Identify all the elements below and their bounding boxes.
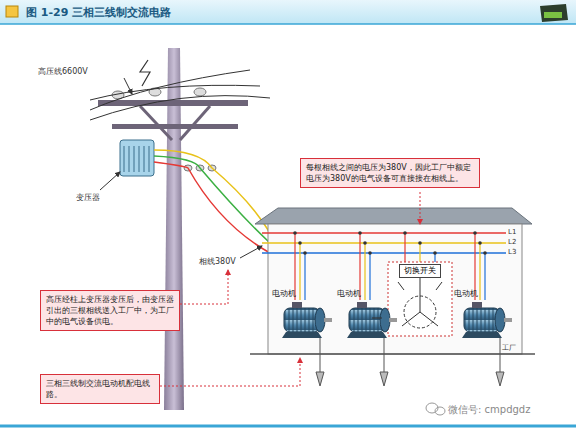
node-text: 高压经柱上变压器变压后，由变压器引出的三根相线送入工厂中，为工厂中的电气设备供电… xyxy=(46,294,174,327)
line-label: 相线380V xyxy=(198,256,237,267)
part-label: 电动机 xyxy=(272,288,296,299)
figure-title: 图 1-29 三相三线制交流电路 xyxy=(26,5,171,20)
phase-label: L1 xyxy=(508,228,516,236)
note-callout: 每根相线之间的电压为380V，因此工厂中额定电压为380V的电气设备可直接接在相… xyxy=(300,158,480,188)
note-callout: 三相三线制交流电动机配电线路。 xyxy=(40,374,160,404)
node-text: 切换开关 xyxy=(404,266,436,276)
phase-label: L2 xyxy=(508,238,516,246)
node-text: 每根相线之间的电压为380V，因此工厂中额定电压为380V的电气设备可直接接在相… xyxy=(306,162,474,184)
phase-label: L3 xyxy=(508,248,516,256)
switch-box: 切换开关 xyxy=(399,264,441,278)
watermark: 微信号: cmpdgdz xyxy=(448,403,530,417)
line-label: 高压线6600V xyxy=(38,66,88,77)
part-label: 变压器 xyxy=(76,192,100,203)
node-text: 三相三线制交流电动机配电线路。 xyxy=(46,378,154,400)
part-label: 工厂 xyxy=(502,343,516,353)
part-label: 电动机 xyxy=(454,288,478,299)
note-callout: 高压经柱上变压器变压后，由变压器引出的三根相线送入工厂中，为工厂中的电气设备供电… xyxy=(40,290,180,331)
part-label: 电动机 xyxy=(337,288,361,299)
